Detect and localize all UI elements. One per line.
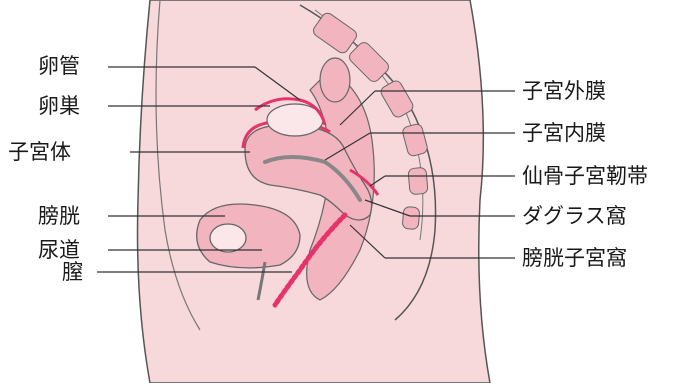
label-bladder: 膀胱 <box>38 204 80 228</box>
label-perimetrium: 子宮外膜 <box>522 79 606 103</box>
label-vesicouterine-pouch: 膀胱子宮窩 <box>522 246 627 270</box>
label-vagina: 膣 <box>62 260 83 284</box>
label-uterosacral-ligament: 仙骨子宮靭帯 <box>522 164 648 188</box>
label-urethra: 尿道 <box>38 238 80 262</box>
label-pouch-of-douglas: ダグラス窩 <box>522 204 627 228</box>
pubic-bone <box>210 224 246 252</box>
label-ovary: 卵巣 <box>38 94 80 118</box>
label-fallopian-tube: 卵管 <box>38 54 80 78</box>
intestine-coil <box>320 58 350 102</box>
label-endometrium: 子宮内膜 <box>522 121 606 145</box>
label-uterine-body: 子宮体 <box>8 140 71 164</box>
